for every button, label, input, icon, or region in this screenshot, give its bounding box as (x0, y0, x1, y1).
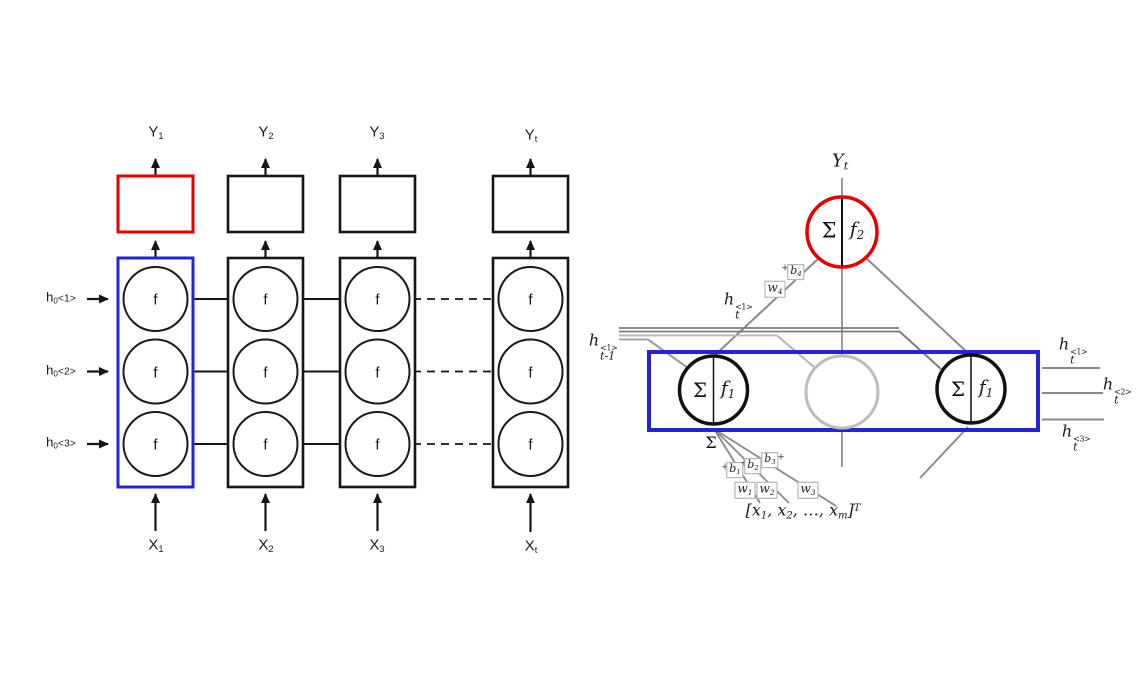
label-y2: Y2 (258, 123, 274, 142)
plus-sign-b1: + (721, 462, 729, 473)
label-h0-1: h0<1> (46, 289, 76, 306)
label-x1: X1 (148, 536, 164, 555)
output-to-right-connection (865, 257, 970, 355)
neuron-f-label: f (375, 364, 380, 381)
label-y3: Y3 (369, 123, 385, 142)
label-x2: X2 (258, 536, 274, 555)
cell-boundary-box (647, 350, 1040, 432)
cell-detail (619, 178, 1104, 507)
cell-output-arrows (151, 240, 535, 257)
unrolled-rnn (87, 158, 570, 532)
h-prev-input-lines (619, 327, 942, 370)
ht-output-lines (1042, 367, 1104, 421)
label-h0-2: h0<2> (46, 361, 76, 379)
output-box-stept (491, 174, 570, 234)
label-y1: Y1 (148, 123, 164, 142)
middle-hidden-unit-circle-gray (804, 354, 880, 430)
neuron-circles (122, 266, 564, 477)
neuron-f-label: f (153, 364, 158, 381)
output-box-step1-red (116, 174, 195, 234)
bias-box-b2: b2 (744, 458, 762, 474)
output-box-step3 (338, 174, 417, 234)
bias-box-b4: b4 (787, 264, 805, 280)
label-ht-on-w4-line: h<1>t (723, 289, 753, 322)
bias-box-b3: b3 (761, 452, 779, 468)
weight-box-w4: w4 (764, 280, 786, 298)
x-arrows (151, 493, 535, 532)
plus-sign-b3: + (777, 452, 785, 463)
weight-box-w2: w2 (756, 481, 778, 499)
neuron-f-label: f (263, 436, 268, 454)
bias-box-b1: b1 (726, 462, 744, 478)
weight-box-w3: w3 (797, 481, 819, 499)
output-box-step2 (226, 174, 305, 234)
label-h0-3: h0<3> (46, 434, 76, 451)
dashed-connectors (413, 298, 492, 445)
output-unit-f2: f2 (849, 218, 865, 242)
label-xt: Xt (524, 537, 538, 556)
sum-sigma-below-unit: Σ (705, 433, 717, 452)
neuron-f-label: f (263, 291, 268, 309)
plus-sign-b4: + (781, 263, 789, 274)
left-unit-sigma: Σ (692, 378, 708, 402)
left-unit-f1: f1 (720, 377, 736, 401)
neuron-f-label: f (375, 291, 380, 309)
output-unit-sigma: Σ (821, 218, 837, 243)
neuron-f-label: f (528, 436, 533, 454)
recurrent-connectors (188, 298, 345, 445)
label-ht1-output: h<1>t (1058, 334, 1088, 367)
right-unit-f1: f1 (978, 376, 994, 400)
neuron-f-label: f (375, 436, 380, 454)
plus-sign-b2: + (740, 459, 748, 469)
neuron-f-label: f (528, 291, 533, 309)
label-x3: X3 (369, 536, 385, 555)
label-h-t-minus-1: h<1>t-1 (588, 330, 618, 363)
label-ht3-output: h<3>t (1061, 421, 1091, 454)
y-arrows (151, 158, 535, 175)
label-yt: Yt (524, 126, 538, 145)
neuron-f-label: f (153, 436, 158, 454)
label-yt-output: Yt (831, 150, 849, 173)
neuron-f-label: f (153, 291, 158, 309)
label-x-vector: [x1, x2, …, xm]T (745, 500, 861, 522)
right-unit-input-diagonal (919, 426, 969, 479)
label-ht2-output: h<2>t (1102, 374, 1132, 407)
neuron-f-label: f (528, 364, 533, 381)
right-unit-sigma: Σ (950, 377, 966, 401)
weight-box-w1: w1 (734, 481, 756, 499)
neuron-f-label: f (263, 364, 268, 381)
h0-arrows (87, 294, 109, 449)
